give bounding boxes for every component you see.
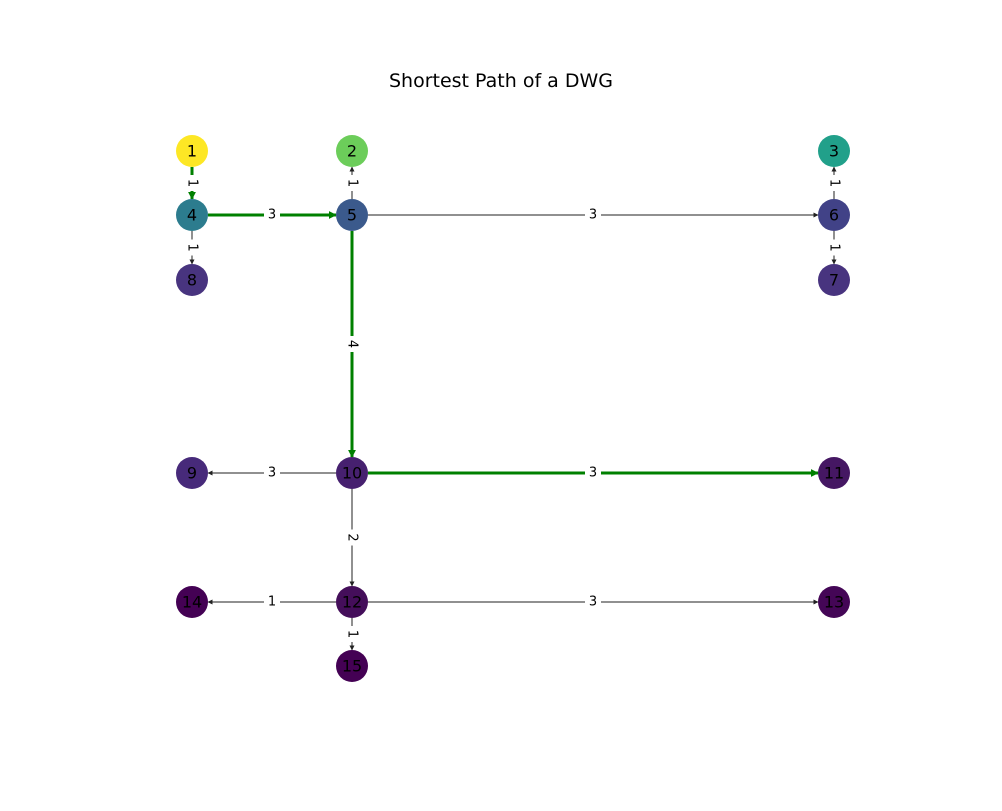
edge-label-background [344,175,360,191]
edge-weight-text: 3 [589,208,597,223]
node-circle [336,457,368,489]
edge-weight-text: 1 [827,243,842,251]
edge-weight-text: 4 [345,340,360,348]
edges-layer [188,166,837,651]
node-circle [176,199,208,231]
node-circle [176,457,208,489]
node-circle [336,650,368,682]
node-6: 6 [818,199,850,231]
edge-label-background [585,207,601,223]
edge-label-background [344,626,360,642]
edge-weight-text: 3 [589,595,597,610]
node-13: 13 [818,586,850,618]
node-10: 10 [336,457,368,489]
node-label: 11 [824,464,844,483]
edge-weight-text: 2 [345,533,360,541]
edge-weight-label: 1 [344,175,360,191]
chart-title: Shortest Path of a DWG [388,70,614,92]
node-circle [818,586,850,618]
edge-label-background [344,529,360,546]
node-label: 12 [342,593,362,612]
node-label: 8 [187,271,197,290]
edge-weight-label: 3 [585,207,601,223]
edge-weight-label: 2 [344,529,360,546]
node-label: 1 [187,142,197,161]
node-2: 2 [336,135,368,167]
edge-weight-text: 1 [345,179,360,187]
node-label: 5 [347,206,357,225]
edge-label-background [264,465,280,481]
edge-label-background [585,465,601,481]
node-label: 9 [187,464,197,483]
node-circle [336,199,368,231]
edge-weight-label: 1 [344,626,360,642]
node-label: 10 [342,464,362,483]
node-4: 4 [176,199,208,231]
node-circle [818,199,850,231]
edge-weight-label: 1 [826,175,842,191]
node-circle [176,264,208,296]
node-label: 2 [347,142,357,161]
edge-weight-text: 1 [827,179,842,187]
node-circle [818,457,850,489]
node-15: 15 [336,650,368,682]
edge-weight-label: 1 [184,239,200,256]
edge-weight-label: 3 [585,465,601,481]
edge-weight-text: 1 [268,595,276,610]
node-circle [336,135,368,167]
edge-label-background [826,175,842,191]
node-circle [336,586,368,618]
edge-weight-label: 3 [264,465,280,481]
node-circle [176,135,208,167]
edge-weight-label: 4 [344,336,360,352]
node-9: 9 [176,457,208,489]
edge-label-background [585,594,601,610]
node-11: 11 [818,457,850,489]
edge-label-background [826,239,842,256]
edge-label-background [344,336,360,352]
edge-weight-text: 3 [589,466,597,481]
edge-weight-text: 1 [185,179,200,187]
node-circle [176,586,208,618]
node-label: 13 [824,593,844,612]
edge-weight-text: 1 [345,630,360,638]
node-label: 4 [187,206,197,225]
edge-weight-label: 3 [585,594,601,610]
edge-weight-label: 1 [264,594,280,610]
edge-weight-text: 3 [268,466,276,481]
edge-weight-label: 3 [264,207,280,223]
node-3: 3 [818,135,850,167]
node-8: 8 [176,264,208,296]
node-label: 7 [829,271,839,290]
edge-weight-text: 1 [185,243,200,251]
node-circle [818,264,850,296]
edge-label-background [184,239,200,256]
node-label: 3 [829,142,839,161]
edge-label-background [264,594,280,610]
node-1: 1 [176,135,208,167]
edge-label-background [184,175,200,191]
edge-weight-label: 1 [184,175,200,191]
node-label: 14 [182,593,202,612]
node-circle [818,135,850,167]
node-label: 6 [829,206,839,225]
edge-weight-text: 3 [268,208,276,223]
node-label: 15 [342,657,362,676]
node-5: 5 [336,199,368,231]
edge-label-background [264,207,280,223]
node-14: 14 [176,586,208,618]
node-7: 7 [818,264,850,296]
node-12: 12 [336,586,368,618]
edge-weight-label: 1 [826,239,842,256]
